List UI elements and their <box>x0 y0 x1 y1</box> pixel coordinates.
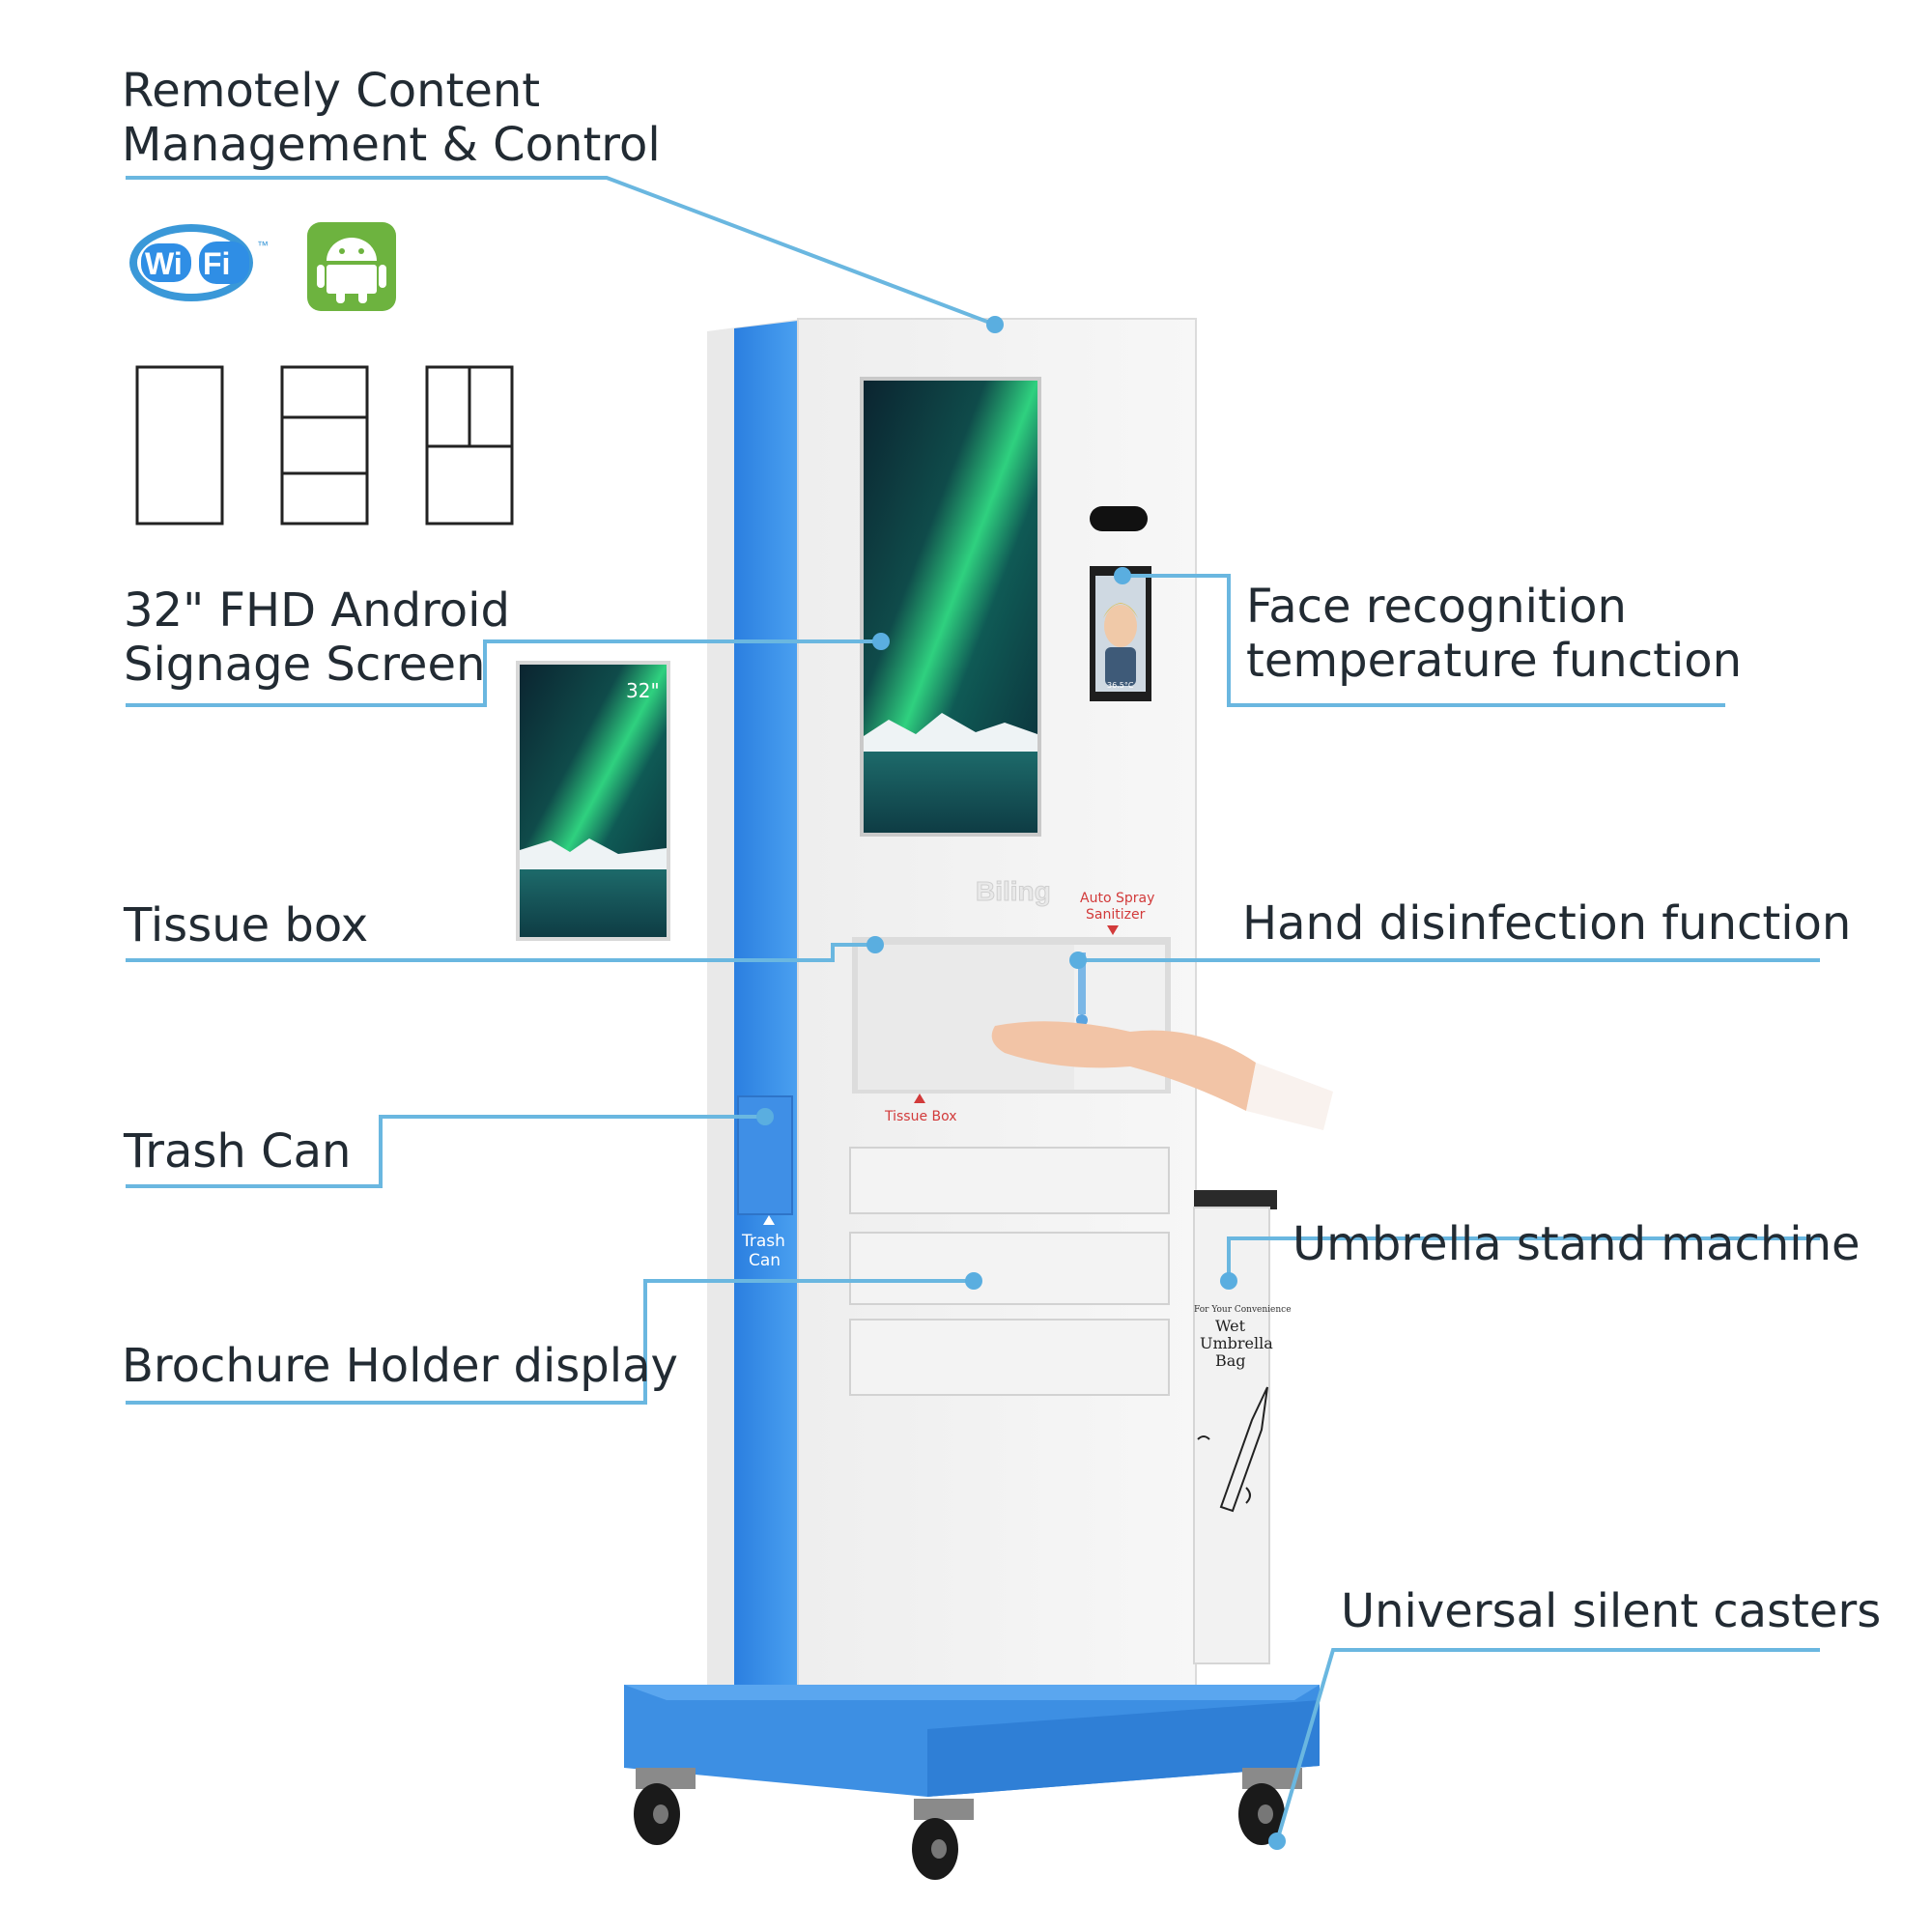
face-recognition-label-line2: temperature function <box>1246 634 1743 688</box>
screen-32-thumbnail: 32" <box>516 661 670 941</box>
signage-screen-label-line2: Signage Screen <box>124 638 486 692</box>
umbrella-stand: For Your Convenience Wet Umbrella Bag <box>1193 1190 1292 1664</box>
umbrella-label-4: Bag <box>1215 1351 1246 1370</box>
leader-lines <box>126 176 1820 1842</box>
svg-text:Wi: Wi <box>145 246 183 281</box>
tissue-arrow-icon <box>914 1094 925 1103</box>
sanitizer-label-2: Sanitizer <box>1086 907 1146 923</box>
sanitizer-label-1: Auto Spray <box>1080 891 1154 906</box>
trash-label-1: Trash <box>741 1232 785 1251</box>
face-recognition-label-line1: Face recognition <box>1246 580 1627 634</box>
brand-logo: Biling <box>976 876 1051 906</box>
umbrella-label-1: For Your Convenience <box>1194 1305 1292 1315</box>
signage-screen-label-line1: 32" FHD Android <box>124 583 510 638</box>
svg-text:Fi: Fi <box>203 246 230 281</box>
svg-text:™: ™ <box>257 239 269 252</box>
android-icon <box>307 222 396 311</box>
face-recognition-device: 36.5°C <box>1090 506 1151 701</box>
layout-three-rows-icon <box>280 365 369 526</box>
hand-disinfection-label: Hand disinfection function <box>1242 896 1852 951</box>
umbrella-stand-label: Umbrella stand machine <box>1293 1217 1861 1271</box>
umbrella-drawing-icon <box>1219 1386 1268 1513</box>
kiosk-base <box>624 1685 1320 1797</box>
tissue-box-label: Tissue Box <box>884 1109 957 1124</box>
layout-split-icons <box>135 365 514 526</box>
hand-image <box>991 1021 1333 1130</box>
caster-wheels <box>634 1768 1302 1880</box>
umbrella-label-2: Wet <box>1215 1317 1246 1335</box>
trash-label-2: Can <box>749 1251 781 1270</box>
layout-full-icon <box>135 365 224 526</box>
leader-dots <box>756 316 1286 1850</box>
sanitizer-arrow-icon <box>1107 925 1119 935</box>
wifi-icon: Wi Fi ™ <box>129 224 269 301</box>
thumbnail-size-label: 32" <box>626 679 660 702</box>
signage-screen <box>860 377 1041 837</box>
face-temp-readout: 36.5°C <box>1107 681 1134 690</box>
remote-control-label-line2: Management & Control <box>122 118 661 172</box>
silent-casters-label: Universal silent casters <box>1341 1584 1882 1638</box>
tissue-box-feature-label: Tissue box <box>124 898 369 952</box>
remote-control-label-line1: Remotely Content <box>122 64 541 118</box>
brochure-holder <box>849 1147 1170 1396</box>
umbrella-label-3: Umbrella <box>1200 1334 1273 1352</box>
brochure-holder-feature-label: Brochure Holder display <box>122 1339 678 1393</box>
trash-can-feature-label: Trash Can <box>124 1124 352 1179</box>
